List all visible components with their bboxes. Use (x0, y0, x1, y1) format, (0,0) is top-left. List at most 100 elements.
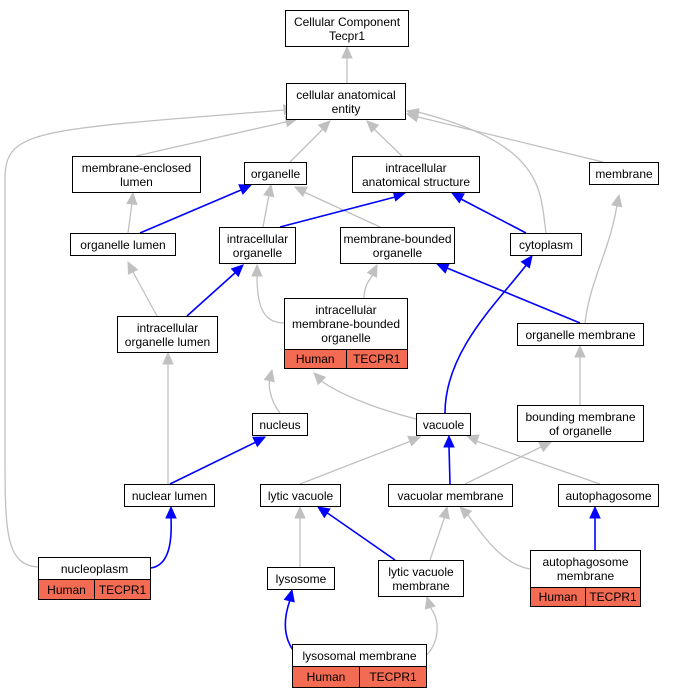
edge-lv-vac (299, 440, 412, 485)
edge-bmo-om-arrowhead (574, 344, 586, 358)
edge-lys-lv-arrowhead (294, 505, 306, 519)
edge-vac-imbo-arrowhead (313, 372, 327, 386)
node-intracellular-membrane-bounded-organelle[interactable]: intracellular membrane-bounded organelle (284, 298, 408, 349)
node-intracellular-organelle[interactable]: intracellular organelle (219, 227, 296, 264)
edge-np-cae (4, 109, 286, 568)
annotation-species: Human (47, 582, 86, 597)
edge-cyt-ias (460, 198, 527, 234)
edge-io-ias (279, 196, 396, 228)
edge-imbo-mbo (363, 273, 374, 299)
edge-vm-bmo-arrowhead (538, 441, 553, 453)
edge-vac-cyt-arrowhead (520, 255, 533, 269)
annotation-gene: TECPR1 (585, 588, 640, 606)
edge-lvm-lv (325, 511, 396, 561)
edge-apm-vm-arrowhead (459, 506, 473, 520)
edge-mel-cae (135, 120, 291, 157)
edge-io-org (262, 194, 270, 228)
edge-lm-lvm (426, 606, 438, 656)
node-organelle-membrane[interactable]: organelle membrane (517, 323, 644, 346)
edge-nl-nuc (169, 441, 257, 485)
edge-nl-nuc-arrowhead (252, 436, 267, 448)
node-cytoplasm[interactable]: cytoplasm (510, 233, 582, 256)
edge-cyt-cae (417, 111, 547, 234)
edge-lm-lvm-arrowhead (424, 595, 436, 610)
node-membrane-enclosed-lumen[interactable]: membrane-enclosed lumen (72, 156, 201, 193)
edge-iol-io (186, 271, 237, 317)
node-lytic-vacuole-membrane[interactable]: lytic vacuole membrane (378, 560, 464, 597)
edge-ias-cae (372, 127, 403, 157)
node-nucleoplasm[interactable]: nucleoplasm (38, 557, 151, 579)
edge-aph-vac (475, 440, 601, 485)
edge-mbo-org (303, 191, 381, 228)
edge-imbo-mbo-arrowhead (366, 263, 378, 278)
edge-lvm-vm (429, 515, 446, 561)
edge-np-nl (150, 516, 173, 569)
edge-vac-imbo (319, 379, 417, 420)
edge-cyt-cae-arrowhead (405, 108, 420, 120)
annotation-autophagosome-membrane: Human TECPR1 (530, 587, 641, 607)
edge-io-org-arrowhead (263, 183, 275, 198)
edge-np-nl-arrowhead (165, 505, 177, 519)
edge-om-mbo (446, 267, 581, 324)
node-cellular-anatomical-entity[interactable]: cellular anatomical entity (286, 83, 406, 120)
edge-org-cae (289, 126, 326, 163)
edge-ol-mel-arrowhead (126, 191, 138, 206)
edge-ias-cae-arrowhead (366, 120, 380, 134)
edge-org-cae-arrowhead (317, 120, 331, 134)
edge-vm-vac-arrowhead (443, 434, 455, 448)
node-vacuole[interactable]: vacuole (416, 413, 471, 436)
node-organelle-lumen[interactable]: organelle lumen (70, 233, 176, 256)
annotation-gene: TECPR1 (345, 350, 408, 368)
edge-imbo-io-arrowhead (251, 263, 263, 277)
edge-om-mbo-arrowhead (435, 263, 450, 274)
edge-lvm-lv-arrowhead (316, 506, 331, 519)
node-lysosome[interactable]: lysosome (267, 567, 335, 590)
edge-nuc-imbo (268, 378, 281, 414)
node-vacuolar-membrane[interactable]: vacuolar membrane (388, 484, 513, 507)
edge-om-mem (584, 204, 618, 324)
edge-vac-cyt (444, 263, 528, 414)
node-intracellular-anatomical-structure[interactable]: intracellular anatomical structure (352, 156, 480, 193)
annotation-lysosomal-membrane: Human TECPR1 (292, 666, 427, 688)
edge-ol-mel (127, 202, 133, 234)
edge-ol-org-arrowhead (238, 184, 253, 195)
edge-vm-vac (448, 445, 451, 485)
edge-apm-vm (465, 511, 531, 570)
node-intracellular-organelle-lumen[interactable]: intracellular organelle lumen (117, 316, 218, 353)
edge-lm-lys-arrowhead (283, 588, 295, 603)
edge-aph-vac-arrowhead (465, 434, 480, 446)
annotation-species: Human (306, 670, 346, 684)
annotation-gene: TECPR1 (94, 580, 150, 599)
node-membrane[interactable]: membrane (589, 162, 659, 185)
node-nucleus[interactable]: nucleus (252, 413, 308, 436)
edge-cae-root-arrowhead (341, 45, 353, 59)
edge-ol-org (139, 189, 242, 234)
edge-iol-ol-arrowhead (127, 260, 139, 275)
edge-nl-iol-arrowhead (162, 351, 174, 365)
node-autophagosome-membrane[interactable]: autophagosome membrane (530, 550, 641, 587)
edge-iol-ol (132, 271, 158, 317)
annotation-gene: TECPR1 (359, 667, 426, 687)
edge-iol-io-arrowhead (230, 264, 244, 278)
edge-apm-aph-arrowhead (589, 505, 601, 519)
node-autophagosome[interactable]: autophagosome (558, 484, 659, 507)
edge-vm-bmo (464, 445, 544, 485)
annotation-species: Human (538, 590, 578, 604)
node-nuclear-lumen[interactable]: nuclear lumen (124, 484, 215, 507)
annotation-imbo: Human TECPR1 (284, 349, 408, 369)
node-cellular-component[interactable]: Cellular Component Tecpr1 (285, 10, 409, 47)
edge-lvm-vm-arrowhead (438, 505, 450, 520)
edge-nuc-imbo-arrowhead (263, 368, 275, 383)
node-organelle[interactable]: organelle (244, 162, 307, 185)
edge-cyt-ias-arrowhead (450, 192, 465, 204)
annotation-nucleoplasm: Human TECPR1 (38, 579, 151, 600)
edge-lv-vac-arrowhead (407, 435, 422, 447)
edge-mem-cae (417, 116, 604, 163)
node-lysosomal-membrane[interactable]: lysosomal membrane (292, 644, 427, 666)
edge-imbo-io (256, 274, 285, 324)
node-lytic-vacuole[interactable]: lytic vacuole (260, 484, 341, 507)
node-bounding-membrane-of-organelle[interactable]: bounding membrane of organelle (517, 405, 644, 442)
node-membrane-bounded-organelle[interactable]: membrane-bounded organelle (340, 227, 455, 264)
